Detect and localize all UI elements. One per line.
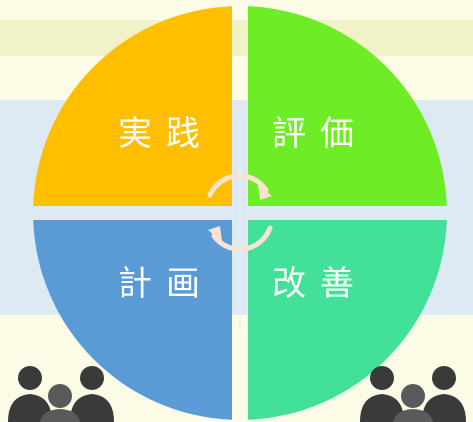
people-group-icon	[360, 366, 466, 422]
quadrant-bottom-left: 計画	[33, 220, 233, 420]
cycle-arrow-bottom	[211, 225, 273, 252]
quadrant-top-right-label: 評価	[272, 114, 368, 154]
quadrant-top-right-shape	[248, 6, 447, 207]
people-group-icon	[8, 366, 114, 422]
cycle-arrows-icon	[207, 173, 273, 252]
quadrant-top-left: 実践	[33, 6, 233, 207]
quadrant-top-right: 評価	[248, 6, 447, 207]
background-band-top	[0, 20, 473, 56]
quadrant-bottom-right-label: 改善	[272, 264, 368, 304]
cycle-arrowhead-bottom	[208, 226, 222, 242]
quadrant-bottom-left-label: 計画	[118, 264, 214, 304]
quadrant-top-left-label: 実践	[118, 114, 214, 154]
cycle-arrow-top	[207, 173, 269, 198]
quadrant-bottom-left-shape	[33, 220, 233, 420]
cycle-arrowhead-top	[258, 184, 272, 200]
quadrant-bottom-right: 改善	[248, 220, 447, 420]
quadrant-top-left-shape	[33, 6, 233, 207]
quadrant-bottom-right-shape	[248, 220, 447, 420]
